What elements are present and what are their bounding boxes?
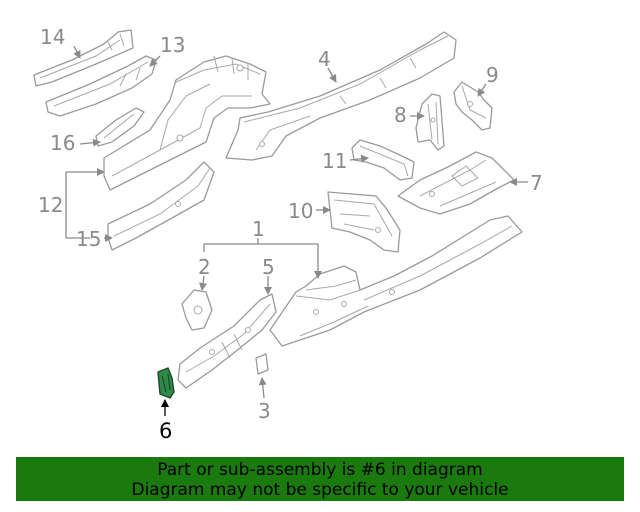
part-2-bracket xyxy=(181,289,213,331)
part-15-rail xyxy=(107,161,215,251)
part-8-bracket xyxy=(415,93,445,151)
callout-1: 1 xyxy=(252,217,265,241)
banner-line-2: Diagram may not be specific to your vehi… xyxy=(131,480,509,500)
callout-11: 11 xyxy=(322,149,347,173)
callout-9: 9 xyxy=(486,63,499,87)
callout-7: 7 xyxy=(530,171,543,195)
banner-line-1: Part or sub-assembly is #6 in diagram xyxy=(157,460,483,480)
part-1-main-rail xyxy=(269,215,523,347)
part-7-panel xyxy=(397,151,515,215)
info-banner: Part or sub-assembly is #6 in diagram Di… xyxy=(16,457,624,501)
callout-13: 13 xyxy=(160,33,185,57)
callout-8: 8 xyxy=(394,103,407,127)
callout-2: 2 xyxy=(198,255,211,279)
part-4-rail xyxy=(225,31,457,161)
part-14-rail xyxy=(33,29,134,87)
callout-4: 4 xyxy=(318,47,331,71)
leader-lines xyxy=(65,45,528,416)
part-3-plate xyxy=(255,353,269,375)
callout-12: 12 xyxy=(38,193,63,217)
part-6-highlighted-bracket[interactable] xyxy=(157,367,175,399)
part-5-rail xyxy=(177,293,277,389)
part-10-bracket xyxy=(327,191,401,253)
part-11-bracket xyxy=(351,139,415,181)
callout-15: 15 xyxy=(76,227,101,251)
part-9-bracket xyxy=(453,81,493,131)
callout-3: 3 xyxy=(258,399,271,423)
callout-5: 5 xyxy=(262,255,275,279)
front-frame-assembly xyxy=(103,55,271,191)
callout-6-highlighted: 6 xyxy=(159,419,172,443)
part-13-rail xyxy=(45,55,157,117)
callout-16: 16 xyxy=(50,131,75,155)
callout-14: 14 xyxy=(40,25,65,49)
callout-10: 10 xyxy=(288,199,313,223)
